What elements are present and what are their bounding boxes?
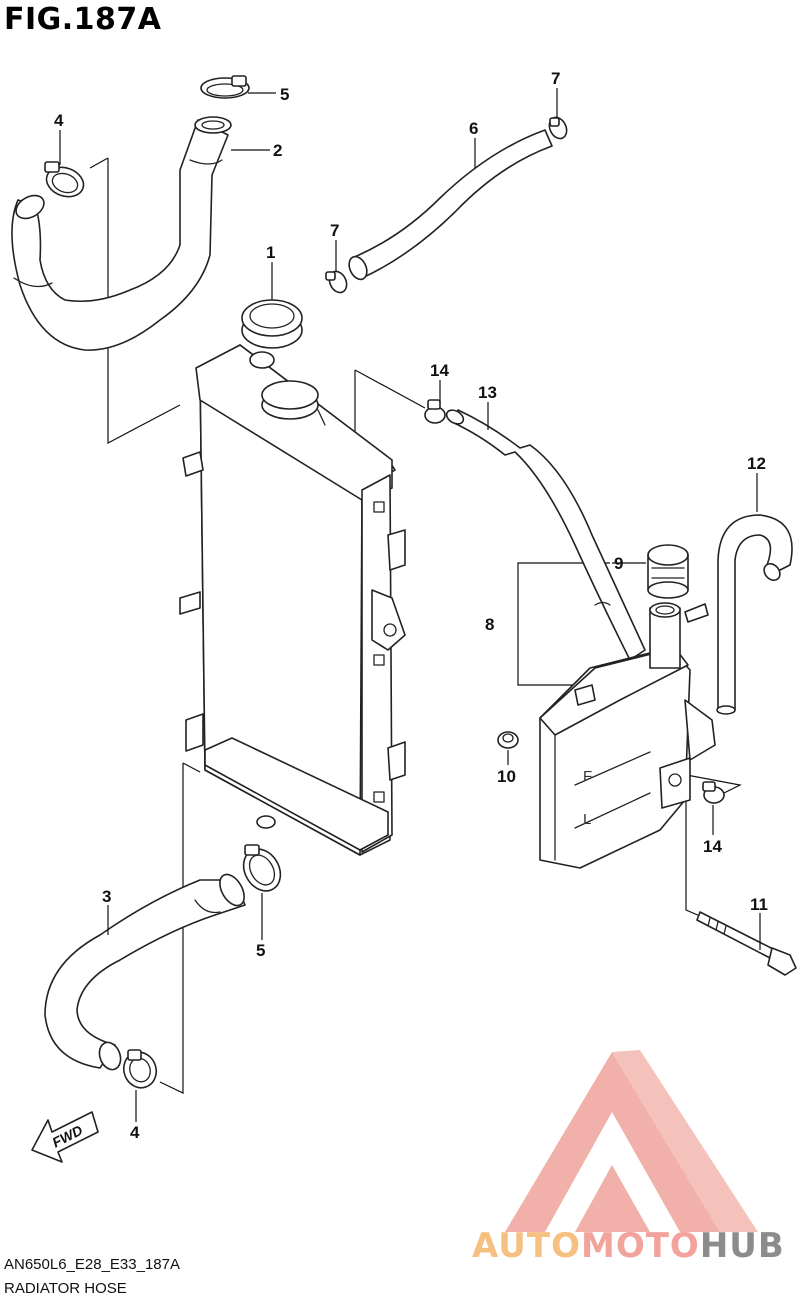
- hose-clamp-7-upper[interactable]: [546, 115, 570, 142]
- callout-5-top: 5: [280, 85, 289, 104]
- callout-1: 1: [266, 243, 275, 262]
- callout-3: 3: [102, 887, 111, 906]
- watermark-logo-icon: [505, 1050, 758, 1232]
- svg-text:AUTOMOTOHUB: AUTOMOTOHUB: [472, 1226, 785, 1266]
- callout-13: 13: [478, 383, 497, 402]
- callout-11: 11: [750, 895, 768, 914]
- callout-4-bottom: 4: [130, 1123, 140, 1142]
- hose-clamp-5-lower[interactable]: [236, 842, 287, 897]
- reservoir-tank[interactable]: [539, 602, 716, 869]
- hose-clamp-top-4[interactable]: [42, 161, 87, 202]
- callout-5-bottom: 5: [256, 941, 265, 960]
- callout-8: 8: [485, 615, 494, 634]
- hose-clamp-14-upper[interactable]: [424, 399, 446, 424]
- callout-14-bottom: 14: [703, 837, 722, 856]
- breather-hose-12[interactable]: [716, 514, 793, 715]
- grommet-10[interactable]: [497, 731, 519, 749]
- callout-12: 12: [747, 454, 766, 473]
- hose-clamp-4-lower[interactable]: [119, 1048, 161, 1093]
- forward-arrow-icon: FWD: [31, 1111, 99, 1163]
- overflow-hose-13[interactable]: [444, 407, 646, 661]
- callout-14-top: 14: [430, 361, 449, 380]
- tank-low-mark: L: [583, 811, 591, 828]
- bypass-hose-6[interactable]: [346, 129, 553, 282]
- callout-9: 9: [614, 554, 623, 573]
- hose-fitting-12: [684, 603, 709, 623]
- callout-6: 6: [469, 119, 478, 138]
- assembly-guide-lines: [89, 157, 742, 1094]
- callout-4-top: 4: [54, 111, 64, 130]
- watermark-auto: AUTO: [472, 1226, 581, 1266]
- upper-radiator-hose[interactable]: [11, 116, 232, 351]
- radiator-cap[interactable]: [241, 299, 303, 349]
- diagram-code: AN650L6_E28_E33_187A: [4, 1256, 180, 1273]
- reservoir-cap-9[interactable]: [647, 544, 689, 599]
- bolt-11[interactable]: [696, 911, 797, 976]
- callout-7-mid: 7: [330, 221, 339, 240]
- hose-clamp-14-lower[interactable]: [702, 781, 725, 804]
- tank-full-mark: F: [583, 768, 592, 785]
- watermark-moto: MOTO: [581, 1226, 700, 1266]
- diagram-description: RADIATOR HOSE: [4, 1280, 127, 1297]
- callout-2: 2: [273, 141, 282, 160]
- callout-7-top: 7: [551, 69, 560, 88]
- lower-radiator-hose-3[interactable]: [44, 870, 249, 1072]
- radiator: [179, 344, 406, 856]
- watermark-hub: HUB: [700, 1226, 785, 1266]
- figure-title: FIG.187A: [4, 2, 162, 37]
- callout-10: 10: [497, 767, 516, 786]
- hose-clamp-7-lower[interactable]: [325, 269, 350, 296]
- leader-lines: [59, 88, 761, 1122]
- hose-clamp-top-5[interactable]: [200, 75, 250, 99]
